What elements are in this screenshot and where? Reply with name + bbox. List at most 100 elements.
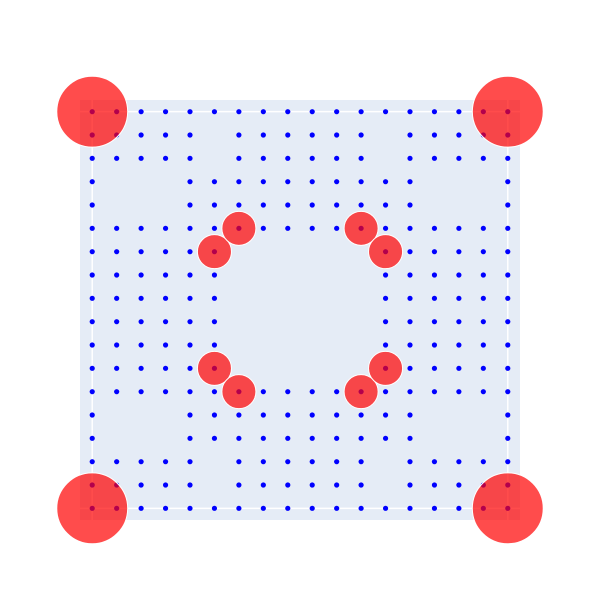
small-marker: [334, 179, 340, 185]
small-marker: [138, 459, 144, 465]
small-marker: [187, 295, 193, 301]
small-marker: [456, 459, 462, 465]
large-marker: [343, 210, 379, 246]
small-marker: [211, 319, 218, 325]
large-marker: [196, 234, 232, 270]
small-marker: [89, 155, 95, 161]
small-marker: [89, 319, 95, 325]
small-marker: [89, 342, 95, 348]
small-marker: [187, 389, 193, 395]
small-marker: [407, 389, 413, 395]
large-marker: [196, 350, 232, 386]
small-marker: [236, 109, 242, 115]
small-marker: [162, 389, 169, 395]
small-marker: [358, 179, 364, 185]
small-marker: [138, 109, 144, 115]
small-marker: [285, 435, 291, 441]
small-marker: [260, 155, 266, 161]
small-marker: [211, 342, 218, 348]
small-marker: [162, 365, 169, 371]
small-marker: [480, 459, 486, 465]
small-marker: [456, 365, 462, 371]
small-marker: [505, 202, 511, 208]
small-marker: [358, 459, 364, 465]
small-marker: [431, 272, 438, 278]
small-marker: [480, 389, 486, 395]
small-marker: [187, 155, 193, 161]
small-marker: [309, 459, 315, 465]
small-marker: [505, 342, 511, 348]
small-marker: [114, 459, 120, 465]
small-marker: [114, 365, 120, 371]
small-marker: [505, 155, 511, 161]
small-marker: [260, 505, 266, 511]
small-marker: [211, 435, 218, 441]
small-marker: [382, 272, 389, 278]
small-marker: [260, 389, 266, 395]
small-marker: [187, 179, 193, 185]
small-marker: [407, 109, 413, 115]
small-marker: [236, 459, 242, 465]
small-marker: [211, 295, 218, 301]
small-marker: [236, 202, 242, 208]
small-marker: [456, 319, 462, 325]
small-marker: [407, 412, 413, 418]
small-marker: [382, 412, 389, 418]
small-marker: [138, 132, 144, 138]
small-marker: [407, 202, 413, 208]
small-marker: [431, 365, 438, 371]
small-marker: [382, 109, 389, 115]
small-marker: [505, 319, 511, 325]
small-marker: [211, 412, 218, 418]
small-marker: [431, 319, 438, 325]
small-marker: [187, 319, 193, 325]
small-marker: [162, 482, 169, 488]
small-marker: [505, 389, 511, 395]
small-marker: [480, 155, 486, 161]
small-marker: [358, 505, 364, 511]
small-marker: [505, 225, 511, 231]
small-marker: [89, 435, 95, 441]
small-marker: [334, 202, 340, 208]
small-marker: [358, 412, 364, 418]
small-marker: [187, 249, 193, 255]
small-marker: [309, 482, 315, 488]
small-marker: [162, 272, 169, 278]
small-marker: [505, 435, 511, 441]
large-marker: [471, 472, 544, 545]
small-marker: [382, 342, 389, 348]
small-marker: [211, 389, 218, 395]
small-marker: [162, 319, 169, 325]
small-marker: [162, 155, 169, 161]
small-marker: [358, 109, 364, 115]
small-marker: [407, 179, 413, 185]
small-marker: [285, 132, 291, 138]
small-marker: [431, 295, 438, 301]
small-marker: [187, 225, 193, 231]
small-marker: [407, 295, 413, 301]
small-marker: [236, 132, 242, 138]
small-marker: [187, 435, 193, 441]
small-marker: [505, 459, 511, 465]
small-marker: [382, 179, 389, 185]
small-marker: [114, 319, 120, 325]
small-marker: [407, 132, 413, 138]
small-marker: [480, 342, 486, 348]
small-marker: [407, 225, 413, 231]
small-marker: [162, 132, 169, 138]
small-marker: [187, 272, 193, 278]
small-marker: [407, 155, 413, 161]
small-marker: [285, 459, 291, 465]
small-marker: [211, 202, 218, 208]
small-marker: [211, 225, 218, 231]
small-marker: [162, 505, 169, 511]
small-marker: [114, 155, 120, 161]
small-marker: [480, 365, 486, 371]
small-marker: [480, 249, 486, 255]
large-marker-layer: [56, 75, 544, 545]
small-marker: [138, 365, 144, 371]
small-marker: [138, 272, 144, 278]
small-marker: [505, 272, 511, 278]
